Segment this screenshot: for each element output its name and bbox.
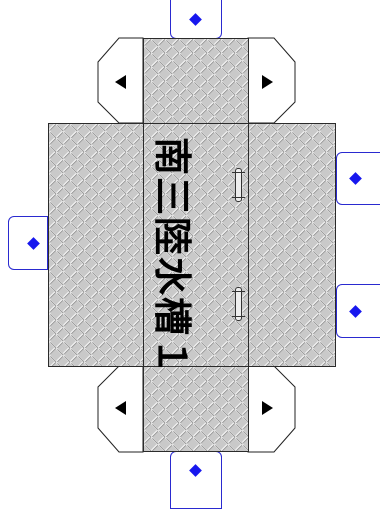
top-left-arrow-icon bbox=[115, 75, 126, 89]
bottom-right-arrow-icon bbox=[262, 401, 273, 415]
handle-upper-icon bbox=[232, 168, 245, 202]
top-right-arrow-icon bbox=[262, 75, 273, 89]
bottom-flap-panel bbox=[143, 366, 249, 452]
top-flap-panel bbox=[143, 38, 249, 124]
right-tab-upper[interactable] bbox=[336, 152, 380, 205]
right-side-panel bbox=[248, 123, 336, 367]
tank-label: 南三陸水槽１ bbox=[150, 136, 194, 378]
left-side-panel bbox=[48, 123, 144, 367]
bottom-left-arrow-icon bbox=[115, 401, 126, 415]
handle-lower-icon bbox=[232, 287, 245, 321]
